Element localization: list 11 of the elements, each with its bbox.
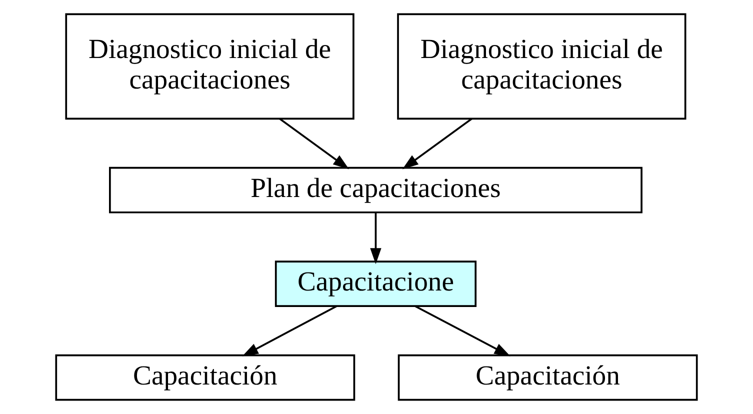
arrow [414, 305, 510, 356]
node-box: Capacitación [398, 354, 698, 401]
node-box: Capacitacione [274, 260, 477, 308]
node-box: Diagnostico inicial de capacitaciones [397, 13, 686, 120]
arrow [402, 118, 472, 170]
arrow [242, 305, 338, 356]
node-box: Plan de capacitaciones [109, 166, 642, 214]
arrow [370, 212, 382, 264]
node-box: Diagnostico inicial de capacitaciones [65, 13, 354, 120]
arrow [279, 118, 350, 170]
node-box: Capacitación [55, 354, 356, 401]
